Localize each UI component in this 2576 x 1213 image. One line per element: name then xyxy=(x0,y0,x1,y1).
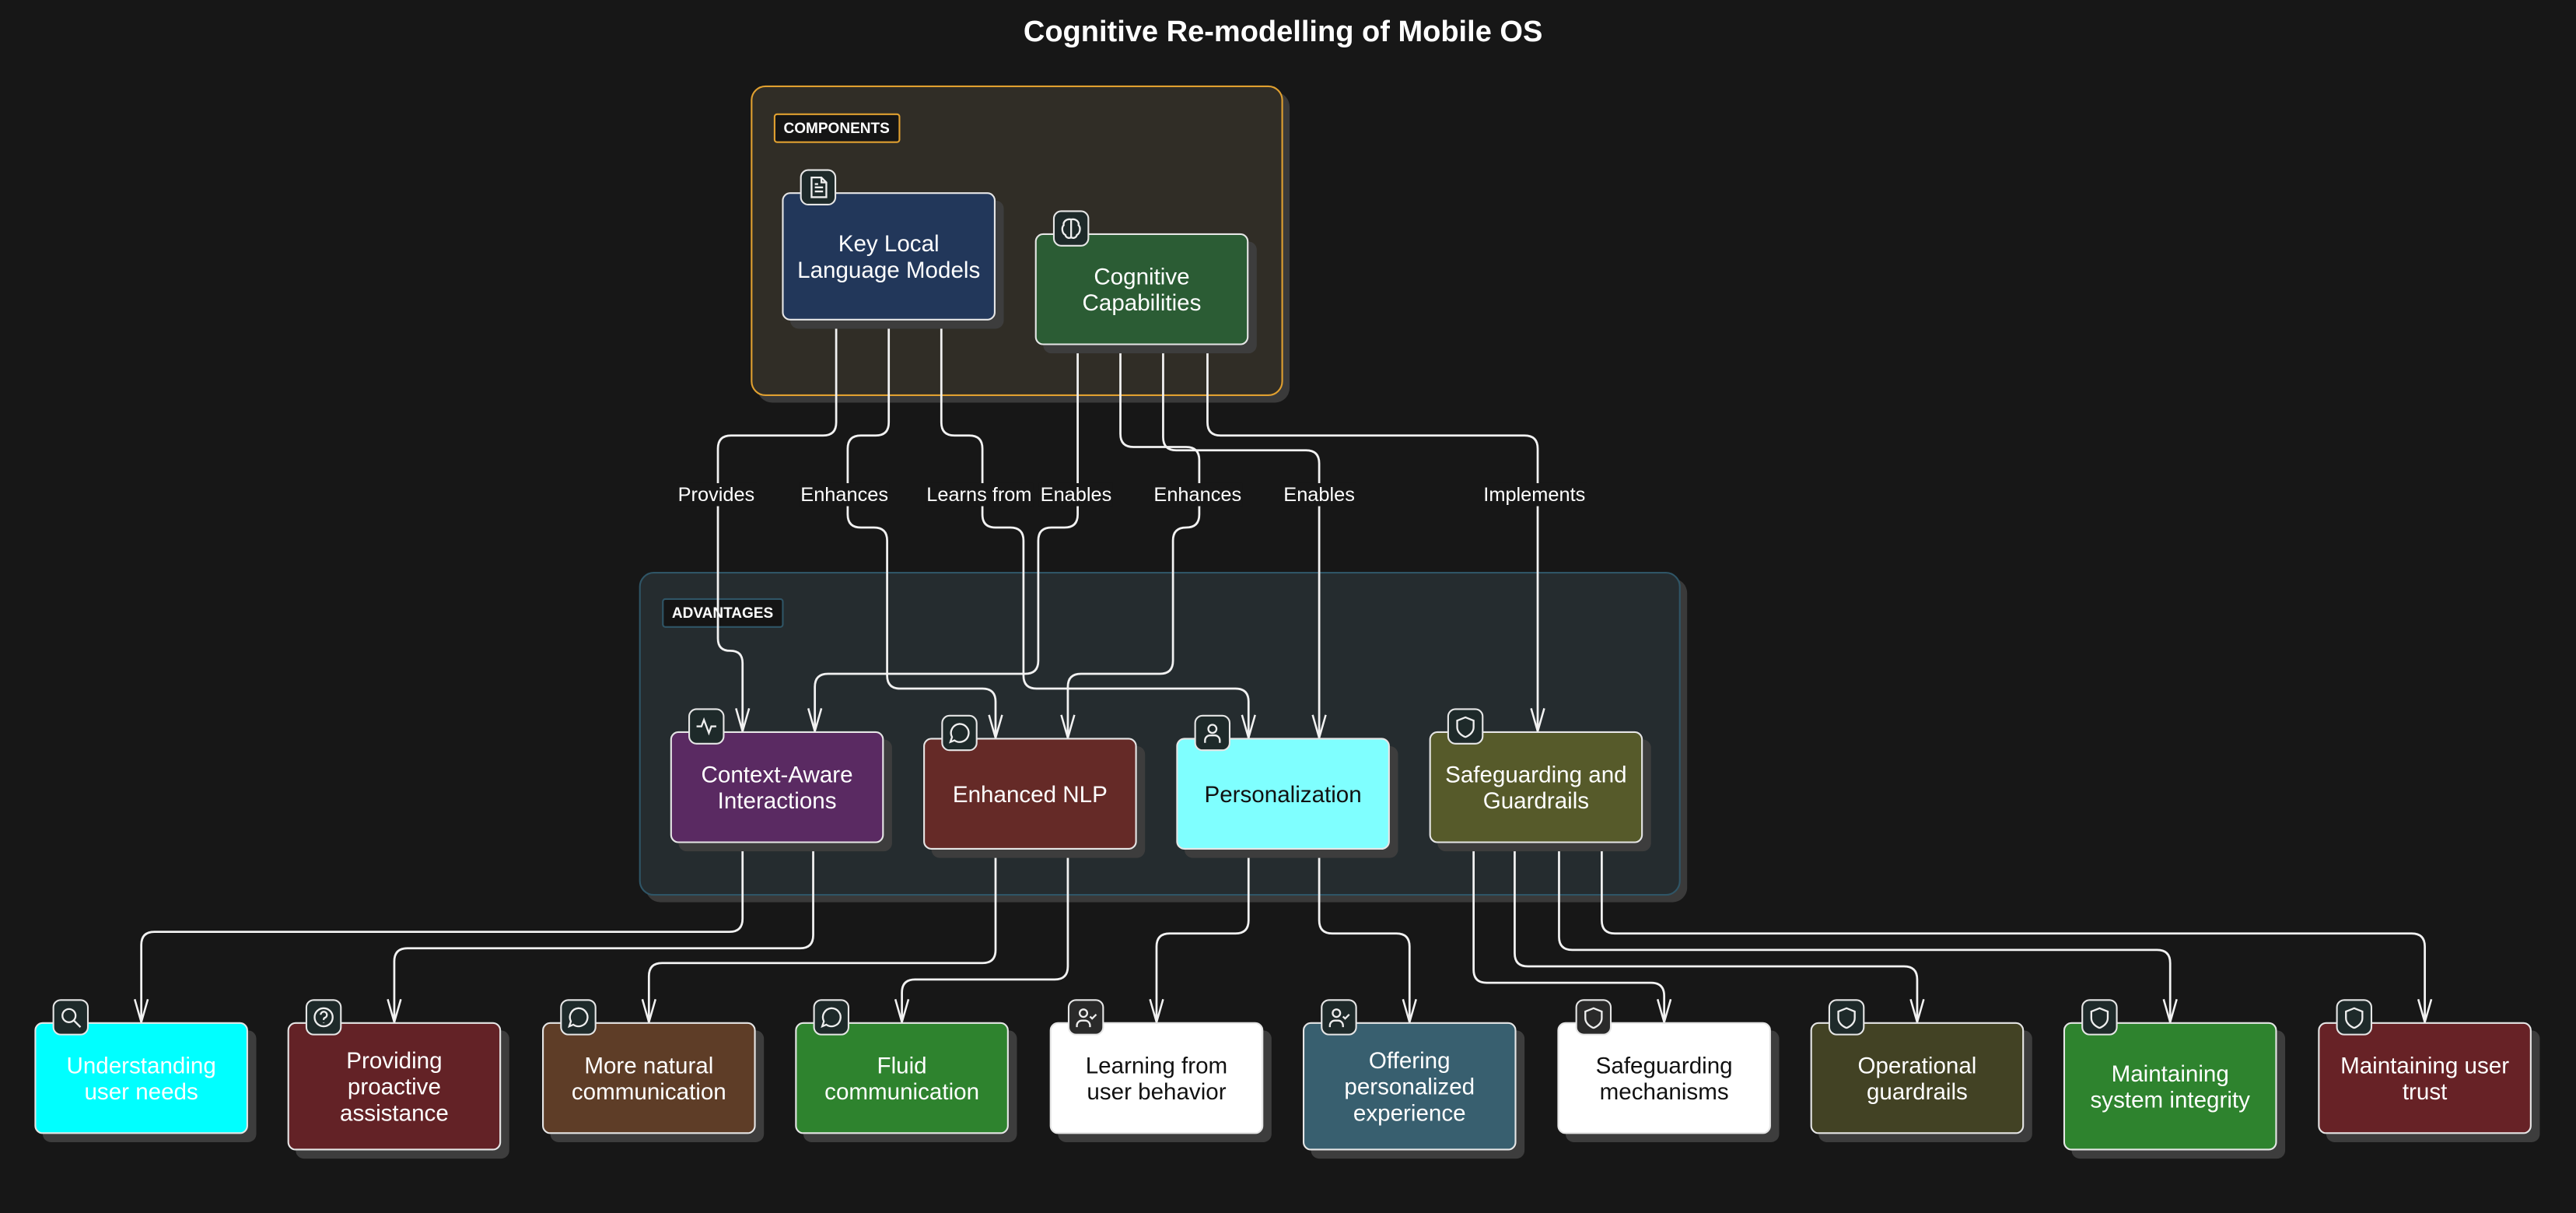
node-label: Maintaining system integrity xyxy=(2090,1060,2250,1113)
edge-cog-to-nlp xyxy=(1066,345,1201,738)
arrowhead-icon xyxy=(2162,998,2178,1026)
node-b10[interactable]: Maintaining user trust xyxy=(2318,999,2532,1134)
edge-saf-to-b7 xyxy=(1472,843,1666,1022)
search-icon xyxy=(52,999,89,1036)
node-label: Safeguarding mechanisms xyxy=(1595,1051,1733,1105)
message-icon xyxy=(813,999,850,1036)
edge-per-to-b5 xyxy=(1155,850,1250,1022)
edge-label: Provides xyxy=(676,482,757,507)
node-label: Operational guardrails xyxy=(1857,1051,1977,1105)
arrowhead-icon xyxy=(2417,998,2433,1026)
arrowhead-icon xyxy=(1909,998,1925,1026)
node-b5[interactable]: Learning from user behavior xyxy=(1049,999,1264,1134)
user-check-icon xyxy=(1321,999,1357,1036)
edge-per-to-b6 xyxy=(1318,850,1411,1022)
shield-icon xyxy=(2336,999,2373,1036)
document-icon xyxy=(800,169,837,206)
edge-label: Enables xyxy=(1038,482,1114,507)
arrowhead-icon xyxy=(1530,708,1545,735)
edge-nlp-to-b4 xyxy=(901,850,1069,1022)
edge-nlp-to-b3 xyxy=(647,850,997,1022)
edge-label: Enables xyxy=(1282,482,1357,507)
edge-klm-to-nlp xyxy=(846,320,997,738)
arrowhead-icon xyxy=(387,998,402,1026)
node-label: Fluid communication xyxy=(824,1051,980,1105)
edge-ctx-to-b2 xyxy=(393,843,814,1022)
node-label: Safeguarding and Guardrails xyxy=(1445,760,1627,814)
edge-label: Implements xyxy=(1482,482,1587,507)
edge-label: Enhances xyxy=(1152,482,1244,507)
arrowhead-icon xyxy=(1656,998,1672,1026)
node-b1[interactable]: Understanding user needs xyxy=(34,999,248,1134)
node-label: Learning from user behavior xyxy=(1085,1051,1228,1105)
shield-icon xyxy=(1575,999,1612,1036)
diagram-title: Cognitive Re-modelling of Mobile OS xyxy=(1023,15,1543,48)
arrowhead-icon xyxy=(735,708,751,735)
arrowhead-icon xyxy=(894,998,910,1026)
arrowhead-icon xyxy=(641,998,656,1026)
edge-label: Enhances xyxy=(799,482,891,507)
edge-label: Learns from xyxy=(925,482,1034,507)
message-icon xyxy=(560,999,597,1036)
shield-icon xyxy=(1447,708,1484,745)
node-nlp[interactable]: Enhanced NLP xyxy=(923,714,1137,850)
edge-saf-to-b9 xyxy=(1558,843,2172,1022)
arrowhead-icon xyxy=(1402,998,1417,1026)
node-label: Understanding user needs xyxy=(66,1051,216,1105)
shield-icon xyxy=(2081,999,2118,1036)
node-label: More natural communication xyxy=(571,1051,726,1105)
node-per[interactable]: Personalization xyxy=(1176,714,1390,850)
advantages-group-label: ADVANTAGES xyxy=(662,598,783,628)
node-b9[interactable]: Maintaining system integrity xyxy=(2063,999,2277,1151)
node-label: Key Local Language Models xyxy=(797,230,981,283)
edge-cog-to-saf xyxy=(1206,345,1539,731)
node-b8[interactable]: Operational guardrails xyxy=(1810,999,2025,1134)
node-label: Maintaining user trust xyxy=(2340,1051,2510,1105)
help-circle-icon xyxy=(305,999,342,1036)
node-label: Personalization xyxy=(1204,780,1362,808)
node-b3[interactable]: More natural communication xyxy=(542,999,756,1134)
edge-saf-to-b8 xyxy=(1514,843,1919,1022)
node-b7[interactable]: Safeguarding mechanisms xyxy=(1557,999,1771,1134)
shield-icon xyxy=(1828,999,1865,1036)
edge-cog-to-ctx xyxy=(814,345,1079,731)
arrowhead-icon xyxy=(133,998,149,1026)
user-check-icon xyxy=(1067,999,1104,1036)
activity-icon xyxy=(688,708,725,745)
user-icon xyxy=(1194,714,1231,752)
components-group-label: COMPONENTS xyxy=(773,113,900,143)
message-icon xyxy=(941,714,978,752)
node-label: Context-Aware Interactions xyxy=(701,760,853,814)
node-label: Cognitive Capabilities xyxy=(1082,262,1202,316)
node-ctx[interactable]: Context-Aware Interactions xyxy=(670,708,884,843)
node-label: Providing proactive assistance xyxy=(340,1046,449,1126)
arrowhead-icon xyxy=(807,708,823,735)
node-cog[interactable]: Cognitive Capabilities xyxy=(1034,210,1249,345)
node-label: Offering personalized experience xyxy=(1344,1046,1475,1126)
brain-icon xyxy=(1052,210,1090,247)
node-b4[interactable]: Fluid communication xyxy=(795,999,1009,1134)
edge-ctx-to-b1 xyxy=(140,843,744,1022)
node-saf[interactable]: Safeguarding and Guardrails xyxy=(1429,708,1643,843)
node-klm[interactable]: Key Local Language Models xyxy=(782,169,996,321)
node-b2[interactable]: Providing proactive assistance xyxy=(287,999,502,1151)
arrowhead-icon xyxy=(1149,998,1164,1026)
edge-saf-to-b10 xyxy=(1601,843,2426,1022)
node-b6[interactable]: Offering personalized experience xyxy=(1302,999,1517,1151)
edge-klm-to-per xyxy=(940,320,1250,738)
edge-klm-to-ctx xyxy=(716,320,838,731)
node-label: Enhanced NLP xyxy=(952,780,1108,808)
edge-cog-to-per xyxy=(1162,345,1321,738)
